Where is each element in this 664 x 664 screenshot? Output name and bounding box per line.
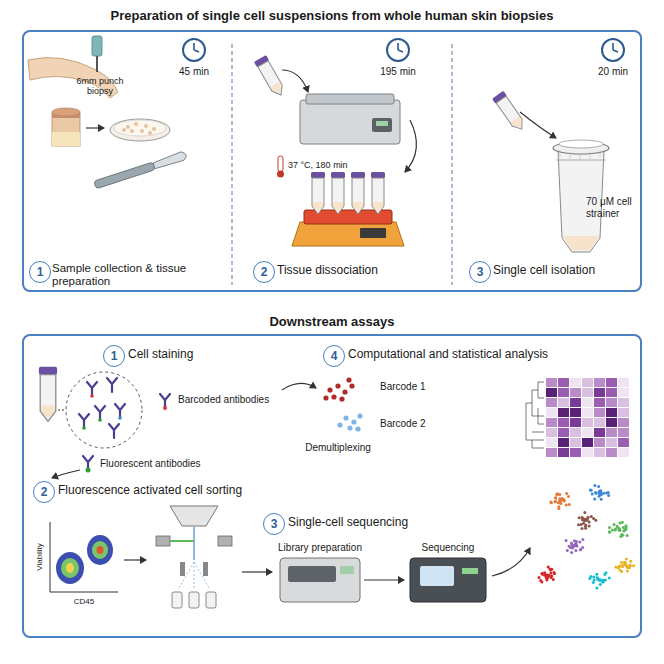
step-title: Cell staining <box>128 348 193 362</box>
barcode-label: Barcode 2 <box>380 418 426 430</box>
step-title: Tissue dissociation <box>277 264 378 278</box>
strainer-label: 70 μM cell strainer <box>586 196 638 219</box>
step-number-circle: 1 <box>29 261 51 283</box>
axis-label: Viability <box>35 543 44 570</box>
step-title: Computational and statistical analysis <box>348 348 548 362</box>
step-title: Fluorescence activated cell sorting <box>58 484 242 498</box>
step-number: 2 <box>261 266 268 278</box>
process-label: Demultiplexing <box>305 442 371 454</box>
axis-label: CD45 <box>74 597 94 606</box>
step-number-circle: 4 <box>323 345 345 367</box>
step-number: 2 <box>41 486 48 498</box>
step-number-circle: 2 <box>253 261 275 283</box>
time-label: 195 min <box>380 66 416 78</box>
instrument-label: Library preparation <box>278 542 362 554</box>
reagent-label: Fluorescent antibodies <box>100 458 201 470</box>
reagent-label: Barcoded antibodies <box>178 394 269 406</box>
step-number: 3 <box>271 518 278 530</box>
section-title: Preparation of single cell suspensions f… <box>24 8 640 23</box>
step-number: 4 <box>331 350 338 362</box>
time-label: 45 min <box>179 66 209 78</box>
instrument-label: Sequencing <box>422 542 475 554</box>
step-title: Sample collection & tissue preparation <box>52 262 220 288</box>
tool-label: 6mm punch biopsy <box>72 76 128 97</box>
time-label: 20 min <box>598 66 628 78</box>
section-title: Downstream assays <box>24 314 640 329</box>
step-number-circle: 3 <box>469 261 491 283</box>
barcode-label: Barcode 1 <box>380 381 426 393</box>
temperature-label: 37 °C, 180 min <box>288 160 348 170</box>
step-number-circle: 3 <box>263 513 285 535</box>
step-number-circle: 1 <box>103 345 125 367</box>
step-number-circle: 2 <box>33 481 55 503</box>
step-number: 1 <box>37 266 44 278</box>
step-title: Single cell isolation <box>493 264 595 278</box>
step-number: 1 <box>111 350 118 362</box>
step-number: 3 <box>477 266 484 278</box>
step-title: Single-cell sequencing <box>288 516 408 530</box>
